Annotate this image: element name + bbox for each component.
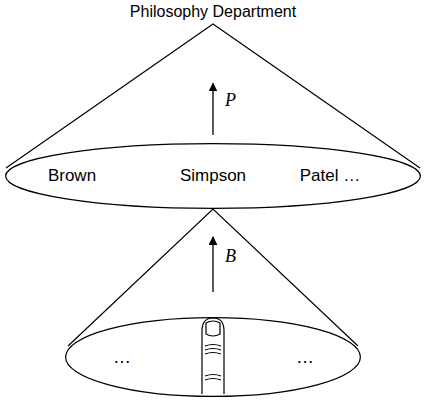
ellipse-node: ……	[65, 317, 361, 397]
arrow-label: B	[225, 247, 236, 267]
department-heading: Philosophy Department	[130, 3, 296, 21]
member-label: Brown	[48, 166, 96, 186]
member-label: …	[296, 347, 314, 368]
heading-node: Philosophy Department	[130, 3, 296, 21]
arrow-connector	[212, 237, 213, 292]
member-label: Patel …	[300, 166, 360, 186]
ellipse-node: Brown Simpson Patel …	[5, 143, 421, 209]
member-label: …	[113, 347, 131, 368]
arrow-connector	[212, 83, 213, 135]
member-label: Simpson	[180, 166, 246, 186]
arrow-label: P	[225, 91, 236, 111]
cone-lines	[6, 24, 420, 168]
ellipse-outline	[65, 317, 361, 397]
finger-illustration	[202, 318, 224, 394]
